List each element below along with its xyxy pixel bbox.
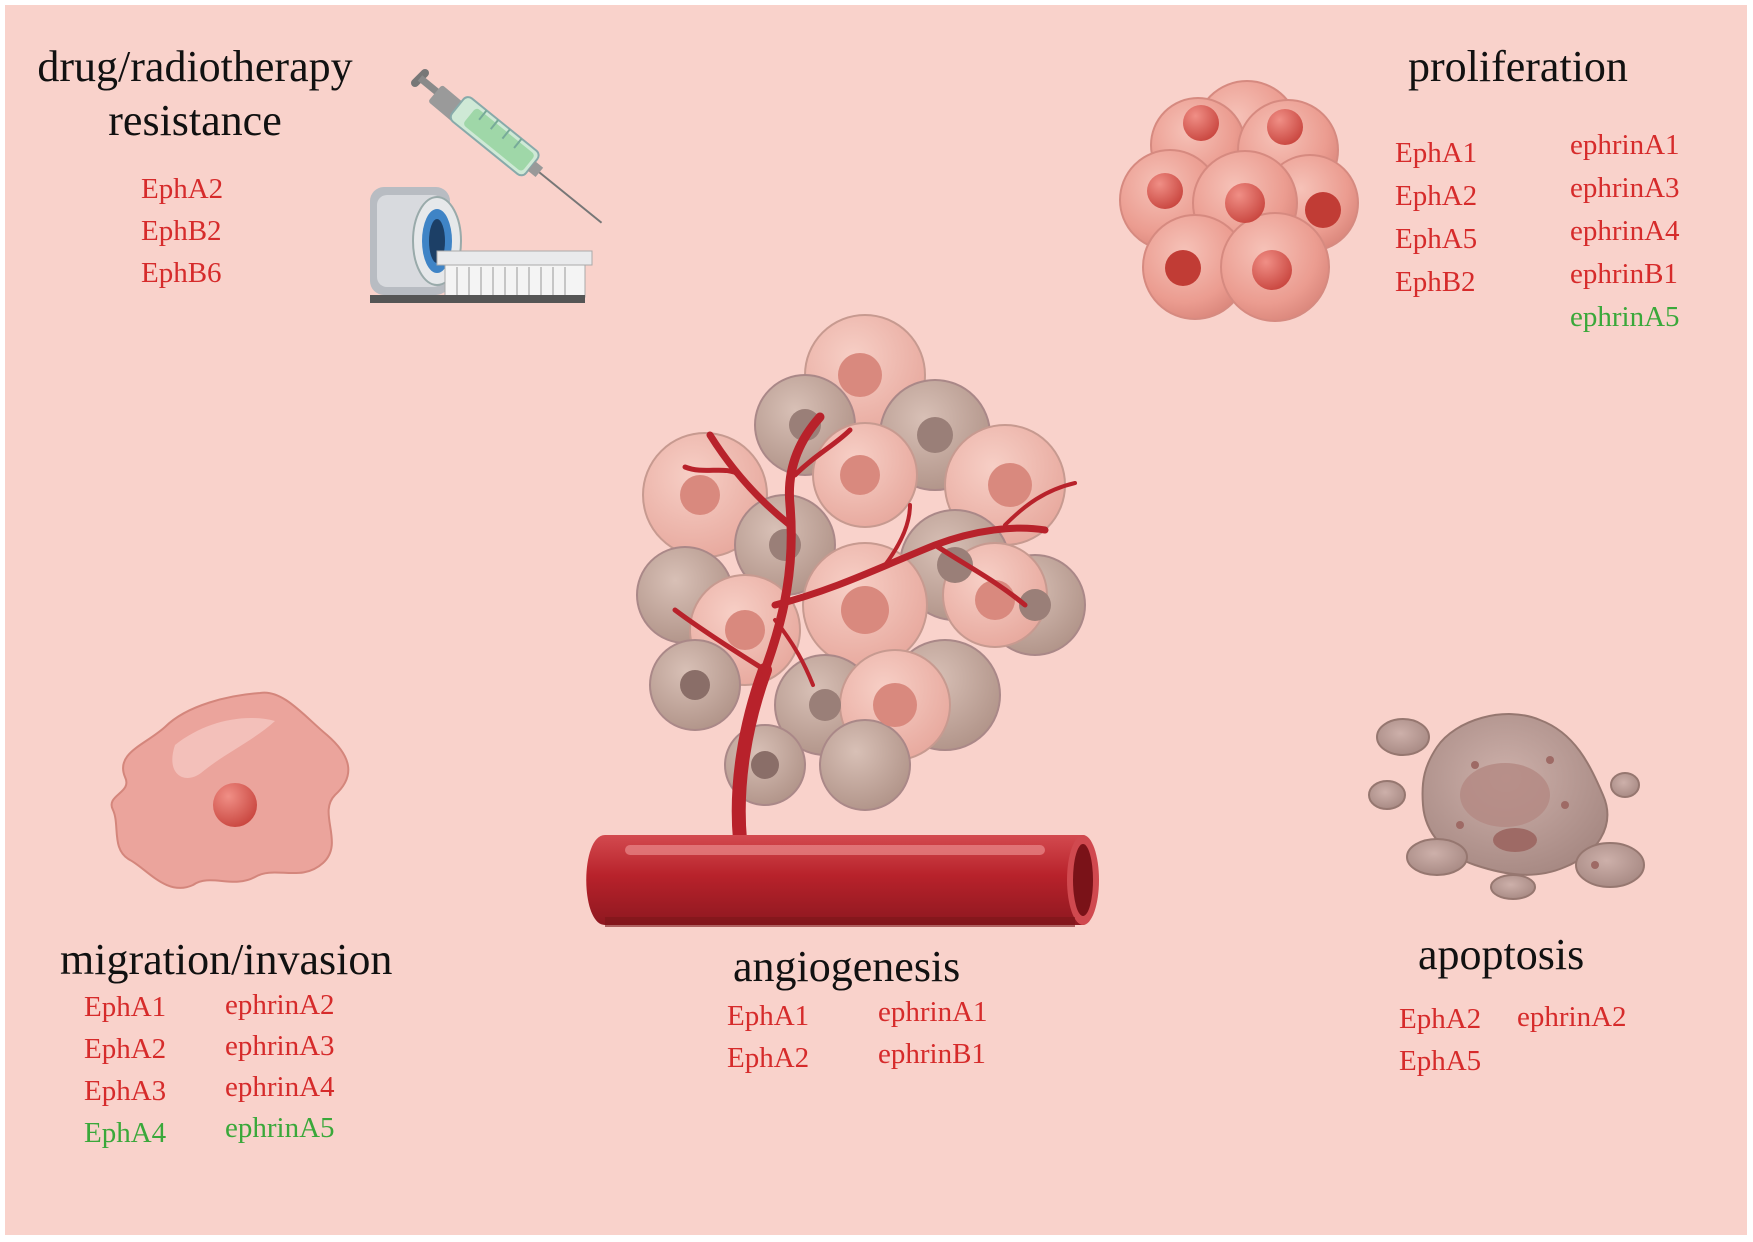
gene-label: EphA1 — [1395, 137, 1478, 169]
gene-label: EphA2 — [141, 173, 224, 205]
apoptosis-title: apoptosis — [1418, 930, 1585, 979]
gene-label: EphB2 — [141, 215, 222, 247]
gene-label: EphA3 — [84, 1075, 167, 1107]
gene-label: EphA1 — [84, 991, 167, 1023]
gene-label: ephrinA2 — [225, 989, 335, 1021]
gene-label: ephrinB1 — [878, 1038, 986, 1070]
apoptotic-cell-icon — [1368, 713, 1645, 900]
gene-label: EphB2 — [1395, 266, 1476, 298]
gene-label: ephrinA3 — [1570, 172, 1680, 204]
gene-label: ephrinA1 — [878, 996, 988, 1028]
migrating-cell-icon — [110, 691, 350, 889]
gene-label: EphA2 — [1395, 180, 1478, 212]
gene-label: ephrinA5 — [1570, 301, 1680, 333]
diagram-artwork — [110, 69, 1645, 927]
resistance-title-line1: drug/radiotherapy — [37, 42, 353, 91]
vessel-branches — [672, 412, 1077, 847]
angiogenesis-title: angiogenesis — [733, 942, 961, 991]
gene-label: ephrinA2 — [1517, 1001, 1627, 1033]
resistance-title-line2: resistance — [108, 96, 282, 145]
blood-vessel-icon — [586, 835, 1099, 927]
gene-label: EphA1 — [727, 1000, 810, 1032]
gene-label: ephrinA4 — [1570, 215, 1680, 247]
gene-label: EphA5 — [1399, 1045, 1482, 1077]
cell-cluster-icon — [1119, 80, 1359, 322]
gene-label: ephrinA1 — [1570, 129, 1680, 161]
syringe-icon — [411, 69, 603, 224]
gene-label: EphA2 — [84, 1033, 167, 1065]
gene-label: EphA5 — [1395, 223, 1478, 255]
gene-label: ephrinB1 — [1570, 258, 1678, 290]
gene-label: EphA4 — [84, 1117, 167, 1149]
resistance-title: drug/radiotherapy resistance — [20, 45, 370, 143]
proliferation-title: proliferation — [1408, 42, 1628, 91]
migration-title: migration/invasion — [60, 935, 393, 984]
mri-scanner-icon — [370, 187, 593, 303]
gene-label: ephrinA4 — [225, 1071, 335, 1103]
gene-label: ephrinA5 — [225, 1112, 335, 1144]
gene-label: ephrinA3 — [225, 1030, 335, 1062]
tumor-icon — [636, 314, 1086, 811]
gene-label: EphA2 — [727, 1042, 810, 1074]
diagram-canvas: drug/radiotherapy resistance proliferati… — [5, 5, 1747, 1235]
gene-label: EphB6 — [141, 257, 222, 289]
gene-label: EphA2 — [1399, 1003, 1482, 1035]
